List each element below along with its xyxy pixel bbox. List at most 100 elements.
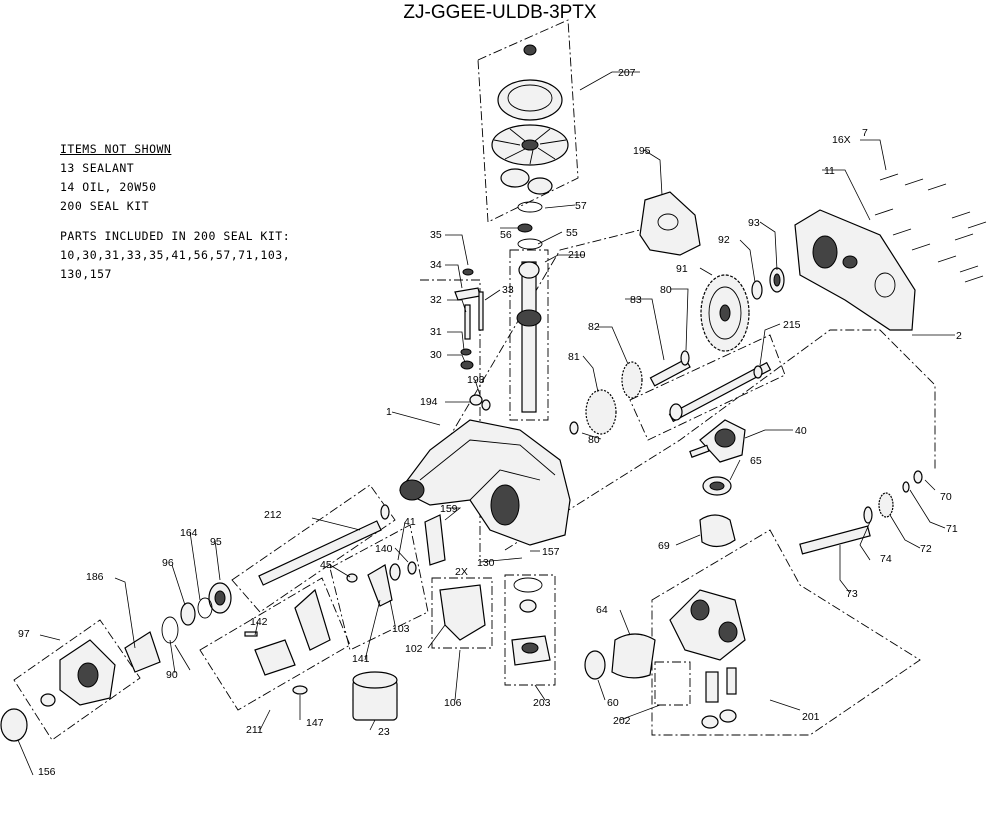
note-item: 13 SEALANT — [60, 161, 135, 175]
part-30 — [460, 360, 474, 370]
group-outline-141 — [329, 524, 429, 651]
washer-56 — [517, 223, 533, 233]
callout: 203 — [533, 697, 551, 709]
note-item: 14 OIL, 20W50 — [60, 180, 157, 194]
bearing-203 — [519, 599, 537, 613]
callout: 32 — [430, 294, 442, 306]
washer-96 — [180, 602, 196, 626]
ring-57 — [517, 201, 543, 213]
callout: 140 — [375, 543, 393, 555]
part-194 — [469, 394, 483, 406]
spur-gear-91 — [700, 274, 750, 352]
part-34 — [454, 287, 481, 301]
guard-106 — [439, 584, 486, 641]
side-cover-2 — [794, 209, 916, 331]
pulley-60 — [584, 650, 606, 680]
link-211 — [254, 639, 296, 676]
callout: 93 — [748, 217, 760, 229]
nut-207 — [523, 44, 537, 56]
callout: 1 — [386, 406, 392, 418]
input-shaft-210 — [521, 261, 537, 413]
callout: 80 — [660, 284, 672, 296]
callout: 195 — [633, 145, 651, 157]
callout: 72 — [920, 543, 932, 555]
callout: 56 — [500, 229, 512, 241]
diagram-title: ZJ-GGEE-ULDB-3PTX — [403, 2, 597, 23]
block-64 — [611, 633, 656, 679]
callout: 142 — [250, 616, 268, 628]
pinion-82 — [621, 361, 643, 399]
callout: 92 — [718, 234, 730, 246]
group-outline-106 — [431, 577, 493, 649]
kit-line: 130,157 — [60, 267, 112, 281]
callout: 210 — [568, 249, 586, 261]
gear-210 — [518, 261, 540, 279]
callout: 193 — [467, 374, 485, 386]
differential-40 — [689, 419, 746, 463]
gear-72 — [878, 492, 894, 518]
group-outline-202 — [654, 661, 691, 706]
callout: 159 — [440, 503, 458, 515]
callout: 65 — [750, 455, 762, 467]
part-201b — [719, 709, 737, 723]
housing-bore — [490, 484, 520, 526]
washer-80b — [569, 421, 579, 435]
gear-81 — [585, 389, 617, 435]
bracket-141 — [367, 564, 393, 607]
hub-207 — [500, 168, 530, 188]
callout: 82 — [588, 321, 600, 333]
callout: 141 — [352, 653, 370, 665]
lever-211 — [294, 588, 331, 651]
callout: 96 — [162, 557, 174, 569]
callout-labels: 207 57 56 55 210 35 34 33 32 31 30 193 1… — [18, 67, 962, 778]
leader-lines — [17, 71, 955, 776]
block-69 — [699, 514, 736, 548]
part-35 — [462, 268, 474, 276]
part-31 — [460, 348, 472, 356]
callout: 103 — [392, 623, 410, 635]
callout: 156 — [38, 766, 56, 778]
callout: 73 — [846, 588, 858, 600]
clip-90 — [161, 616, 179, 644]
pulley-groove — [507, 84, 553, 112]
callout: 16X — [832, 134, 851, 146]
kit-line: 10,30,31,33,35,41,56,57,71,103, — [60, 248, 291, 262]
callout: 212 — [264, 509, 282, 521]
cap-156 — [0, 708, 28, 742]
callout: 207 — [618, 67, 636, 79]
callout: 97 — [18, 628, 30, 640]
washer-74 — [863, 506, 873, 524]
callout: 186 — [86, 571, 104, 583]
callout: 11 — [824, 165, 835, 177]
callout: 23 — [378, 726, 390, 738]
callout: 2 — [956, 330, 962, 342]
washer-70 — [913, 470, 923, 484]
callout: 60 — [607, 697, 619, 709]
shaft-73 — [799, 525, 871, 555]
callout: 147 — [306, 717, 324, 729]
callout: 41 — [404, 516, 416, 528]
part-140 — [407, 561, 417, 575]
callout: 57 — [575, 200, 587, 212]
ring-71 — [902, 481, 910, 493]
callout: 194 — [420, 396, 438, 408]
pump-201 — [669, 589, 746, 661]
pin-32 — [464, 304, 471, 340]
housing-bore — [399, 479, 425, 501]
callout: 157 — [542, 546, 560, 558]
callout: 7 — [862, 127, 868, 139]
callout: 211 — [246, 724, 263, 736]
pin-142 — [244, 631, 258, 637]
ring-164 — [197, 597, 213, 619]
cooling-fan — [491, 124, 569, 166]
washer-92 — [751, 280, 763, 300]
callout: 70 — [940, 491, 952, 503]
group-outline-207 — [477, 19, 579, 223]
group-outline-210 — [509, 249, 549, 421]
callout: 130 — [477, 557, 495, 569]
spring-147 — [292, 685, 308, 695]
callout: 40 — [795, 425, 807, 437]
callout: 91 — [676, 263, 688, 275]
axle-212 — [258, 520, 382, 586]
